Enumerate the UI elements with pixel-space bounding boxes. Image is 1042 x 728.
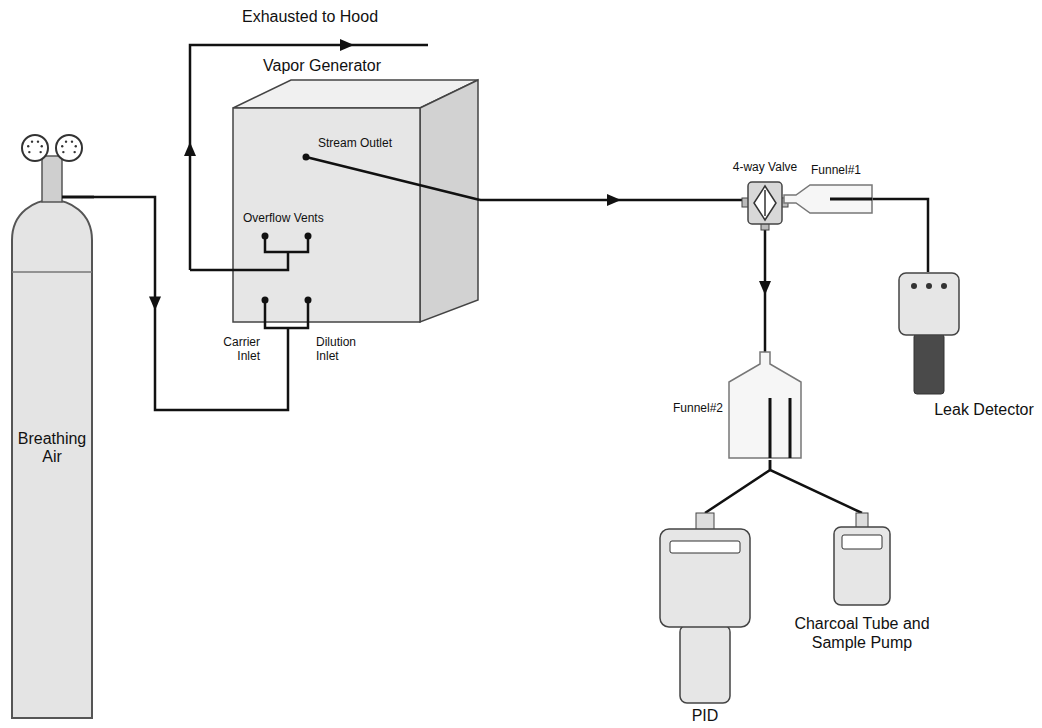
outlet-pipe <box>62 196 94 199</box>
connector-line <box>705 460 770 513</box>
box-front <box>233 108 420 322</box>
arrow-head <box>607 194 621 206</box>
pipe-connector <box>480 194 748 206</box>
vapor-generator-shape <box>228 78 480 330</box>
node-label: Breathing Air <box>14 430 90 467</box>
inlet-nub <box>856 513 868 528</box>
gauge-tick <box>37 140 39 142</box>
gauge-tick <box>62 151 64 153</box>
detector-body <box>899 273 959 335</box>
funnel-glass <box>784 185 872 213</box>
arrow-head <box>759 281 771 295</box>
pid-screen <box>670 541 740 553</box>
gas-cylinder: Breathing Air <box>10 130 94 722</box>
pump-display <box>842 535 882 549</box>
port-dot <box>305 297 312 304</box>
part-label: Overflow Vents <box>243 212 324 226</box>
valve-diamond <box>754 186 776 220</box>
inlet-fork <box>265 300 308 330</box>
pump-body <box>834 527 890 605</box>
cylinder-body <box>12 200 92 718</box>
detector-handle <box>914 334 944 394</box>
pipe-connector <box>759 224 771 352</box>
pid-instrument-shape <box>658 513 752 705</box>
node-label: Funnel#2 <box>673 402 723 416</box>
indicator-dot <box>911 283 917 289</box>
inlet-nub <box>696 513 714 530</box>
gauge-tick <box>71 140 73 142</box>
gauge-tick <box>73 151 75 153</box>
box-side <box>420 80 478 322</box>
port-dot <box>305 233 312 240</box>
port-dot <box>262 297 269 304</box>
part-label: Stream Outlet <box>318 137 392 151</box>
leak-detector: Leak Detector <box>898 272 960 396</box>
part-label: Carrier Inlet <box>200 336 260 364</box>
exhaust-arrow <box>340 39 354 51</box>
port-dot <box>262 233 269 240</box>
funnel: Funnel#1 <box>784 184 872 214</box>
vapor-generator: Vapor Generator <box>228 78 480 330</box>
cylinder-valve <box>42 156 62 202</box>
gauge-tick <box>28 151 30 153</box>
exhaust-arrow <box>184 142 196 156</box>
probe <box>830 198 872 201</box>
pid-instrument: PID <box>658 513 752 705</box>
node-label: PID <box>692 707 719 725</box>
gas-cylinder-shape <box>10 130 94 722</box>
pressure-gauge <box>56 135 82 161</box>
arrow-head <box>149 297 161 311</box>
part-label: Exhausted to Hood <box>242 8 378 26</box>
connector-line <box>872 199 928 272</box>
part-label: Dilution Inlet <box>316 336 376 364</box>
pipe-connector <box>770 460 862 513</box>
node-label: Funnel#1 <box>811 164 861 178</box>
gauge-tick <box>75 145 77 147</box>
node-label: Leak Detector <box>934 401 1034 419</box>
funnel: Funnel#2 <box>727 352 803 460</box>
valve-stem <box>764 190 766 216</box>
sample-pump: Charcoal Tube and Sample Pump <box>832 513 892 606</box>
sample-pump-shape <box>832 513 892 606</box>
pid-handle <box>680 625 730 703</box>
gauge-tick <box>31 140 33 142</box>
funnel-shape <box>727 352 803 460</box>
funnel-glass <box>729 352 801 458</box>
pipe-connector <box>872 199 928 272</box>
node-label: Charcoal Tube and Sample Pump <box>792 614 932 652</box>
four-way-valve: 4-way Valve <box>748 182 782 224</box>
vent-fork <box>190 236 308 270</box>
gauge-tick <box>39 151 41 153</box>
pid-body <box>660 529 750 627</box>
node-label: 4-way Valve <box>733 161 797 175</box>
cylinder-band <box>12 271 92 273</box>
four-way-valve-shape <box>748 182 782 224</box>
pipe-connector <box>705 460 770 513</box>
pressure-gauge <box>22 135 48 161</box>
indicator-dot <box>941 283 947 289</box>
probe <box>769 398 772 458</box>
node-label: Vapor Generator <box>263 57 381 75</box>
connector-line <box>770 460 862 513</box>
outlet-line <box>306 157 480 200</box>
gauge-tick <box>61 145 63 147</box>
valve-body <box>748 182 782 224</box>
port-dot <box>303 154 310 161</box>
gauge-tick <box>41 145 43 147</box>
gauge-tick <box>65 140 67 142</box>
indicator-dot <box>926 283 932 289</box>
gauge-tick <box>27 145 29 147</box>
probe <box>789 398 792 458</box>
leak-detector-shape <box>898 272 960 396</box>
funnel-shape <box>784 184 872 214</box>
